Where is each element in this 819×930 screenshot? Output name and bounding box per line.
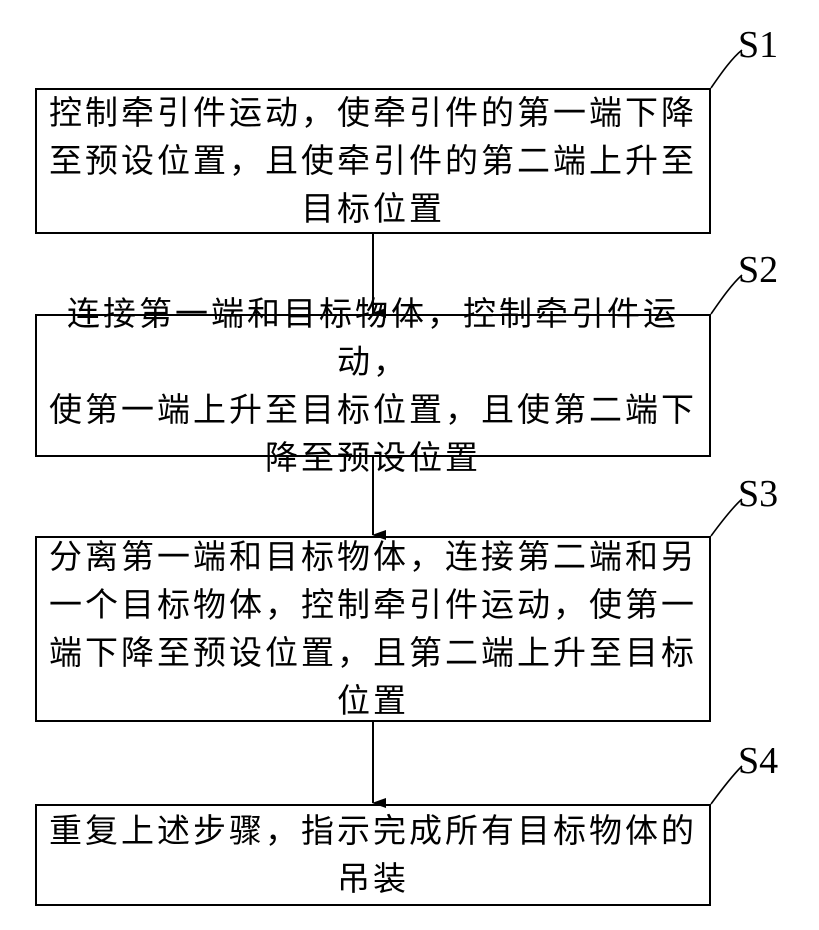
step-box-s4: 重复上述步骤，指示完成所有目标物体的 吊装 [35, 804, 711, 906]
step-text-s4: 重复上述步骤，指示完成所有目标物体的 吊装 [43, 807, 703, 903]
step-label-s2: S2 [738, 250, 778, 290]
step-box-s2: 连接第一端和目标物体，控制牵引件运动， 使第一端上升至目标位置，且使第二端下 降… [35, 314, 711, 457]
step-text-s2: 连接第一端和目标物体，控制牵引件运动， 使第一端上升至目标位置，且使第二端下 降… [37, 290, 709, 482]
step-box-s1: 控制牵引件运动，使牵引件的第一端下降 至预设位置，且使牵引件的第二端上升至 目标… [35, 88, 711, 234]
step-box-s3: 分离第一端和目标物体，连接第二端和另 一个目标物体，控制牵引件运动，使第一 端下… [35, 536, 711, 722]
step-label-s1: S1 [738, 25, 778, 65]
step-label-s3: S3 [738, 474, 778, 514]
step-text-s3: 分离第一端和目标物体，连接第二端和另 一个目标物体，控制牵引件运动，使第一 端下… [43, 533, 703, 725]
step-text-s1: 控制牵引件运动，使牵引件的第一端下降 至预设位置，且使牵引件的第二端上升至 目标… [43, 89, 703, 233]
step-label-s4: S4 [738, 741, 778, 781]
